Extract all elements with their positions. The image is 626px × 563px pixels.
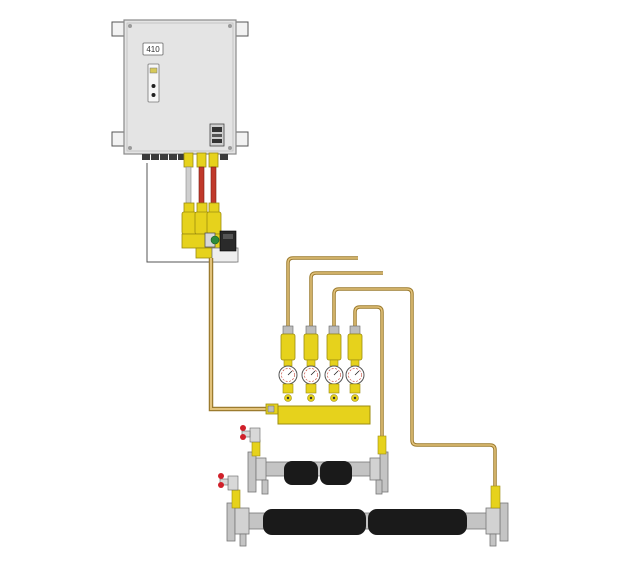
metering-unit	[345, 325, 365, 402]
progressive-distributor	[265, 325, 371, 425]
metering-unit	[324, 325, 344, 402]
roller-segment	[284, 461, 318, 485]
solenoid-valve-icon	[204, 230, 237, 252]
roller-segment	[368, 509, 467, 535]
cabinet-label: 410	[146, 45, 160, 54]
pump-assembly	[181, 202, 239, 263]
bearing-housing	[226, 502, 250, 547]
bearing-housing	[247, 451, 269, 495]
indicator-lamp-icon	[151, 84, 156, 88]
roller-segment	[320, 461, 352, 485]
bearing-housing	[369, 451, 389, 495]
pressure-gauge-icon	[278, 365, 298, 385]
upper-roller-assembly	[240, 425, 389, 495]
metering-unit	[278, 325, 298, 402]
pressure-gauge-icon	[324, 365, 344, 385]
terminal-connector	[209, 123, 225, 147]
cabinet-outlet-fittings	[183, 152, 219, 168]
distributor-block	[277, 405, 371, 425]
cable-glands	[142, 154, 228, 160]
pressure-gauge-icon	[345, 365, 365, 385]
pump-feed-hoses	[185, 166, 217, 204]
distributor-outlet-tubes	[286, 256, 497, 486]
indicator-panel	[147, 63, 160, 103]
ball-valve-icon	[218, 473, 239, 491]
pressure-gauge-icon	[301, 365, 321, 385]
cabinet-label-plate	[142, 42, 164, 56]
mounting-brackets	[111, 21, 249, 147]
bearing-housing	[485, 502, 509, 547]
ball-valve-icon	[240, 425, 261, 443]
control-cabinet: 410	[111, 19, 249, 168]
metering-unit	[301, 325, 321, 402]
roller-segment	[263, 509, 366, 535]
lower-roller-assembly	[218, 473, 509, 547]
main-supply-tube	[208, 258, 271, 412]
indicator-lamp-icon	[151, 93, 156, 97]
